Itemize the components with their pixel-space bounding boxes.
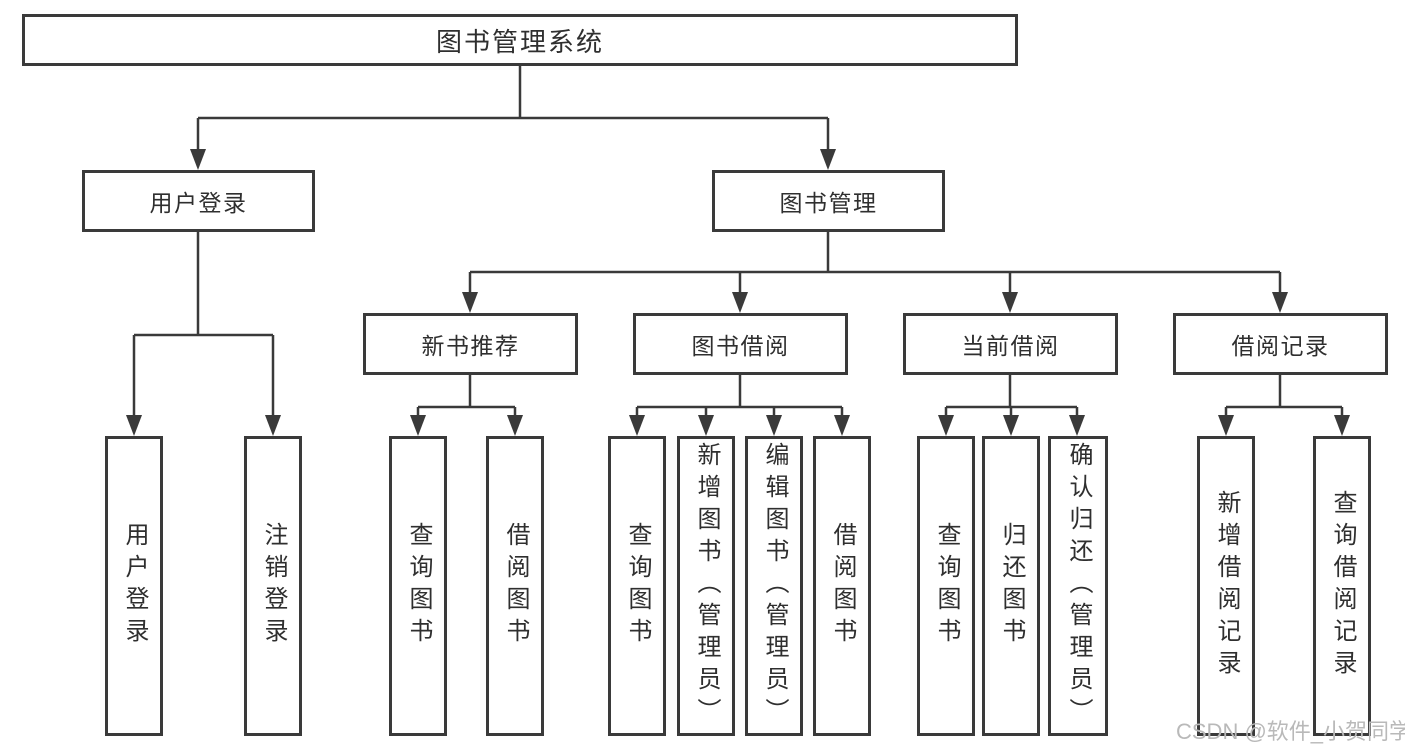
connector-book-borrow-to-leaves [629,375,850,436]
node-user-login: 用户登录 [82,170,315,232]
csdn-watermark: CSDN @软件_小贺同学 [1176,719,1405,744]
leaf-add-borrow-record: 新增借阅记录 [1197,436,1255,736]
node-library-management-system: 图书管理系统 [22,14,1018,66]
node-book-borrowing: 图书借阅 [633,313,848,375]
node-borrowing-records: 借阅记录 [1173,313,1388,375]
leaf-query-books-current: 查询图书 [917,436,975,736]
leaf-query-books-recommendation: 查询图书 [389,436,447,736]
node-new-book-recommendation: 新书推荐 [363,313,578,375]
node-current-borrowing: 当前借阅 [903,313,1118,375]
node-book-management: 图书管理 [712,170,945,232]
connector-book-mgmt-to-level3 [462,232,1288,313]
connector-current-borrow-to-leaves [938,375,1085,436]
leaf-add-books-admin: 新增图书（管理员） [677,436,735,736]
connector-new-books-to-leaves [410,375,523,436]
leaf-user-login: 用户登录 [105,436,163,736]
leaf-logout: 注销登录 [244,436,302,736]
connector-root-to-level2 [190,66,836,170]
leaf-borrow-books: 借阅图书 [813,436,871,736]
leaf-edit-books-admin: 编辑图书（管理员） [745,436,803,736]
leaf-return-books: 归还图书 [982,436,1040,736]
leaf-query-borrow-record: 查询借阅记录 [1313,436,1371,736]
leaf-borrow-books-recommendation: 借阅图书 [486,436,544,736]
connector-user-login-to-leaves [126,232,281,436]
leaf-query-books-borrowing: 查询图书 [608,436,666,736]
leaf-confirm-return-admin: 确认归还（管理员） [1048,436,1108,736]
connector-borrow-records-to-leaves [1218,375,1350,436]
